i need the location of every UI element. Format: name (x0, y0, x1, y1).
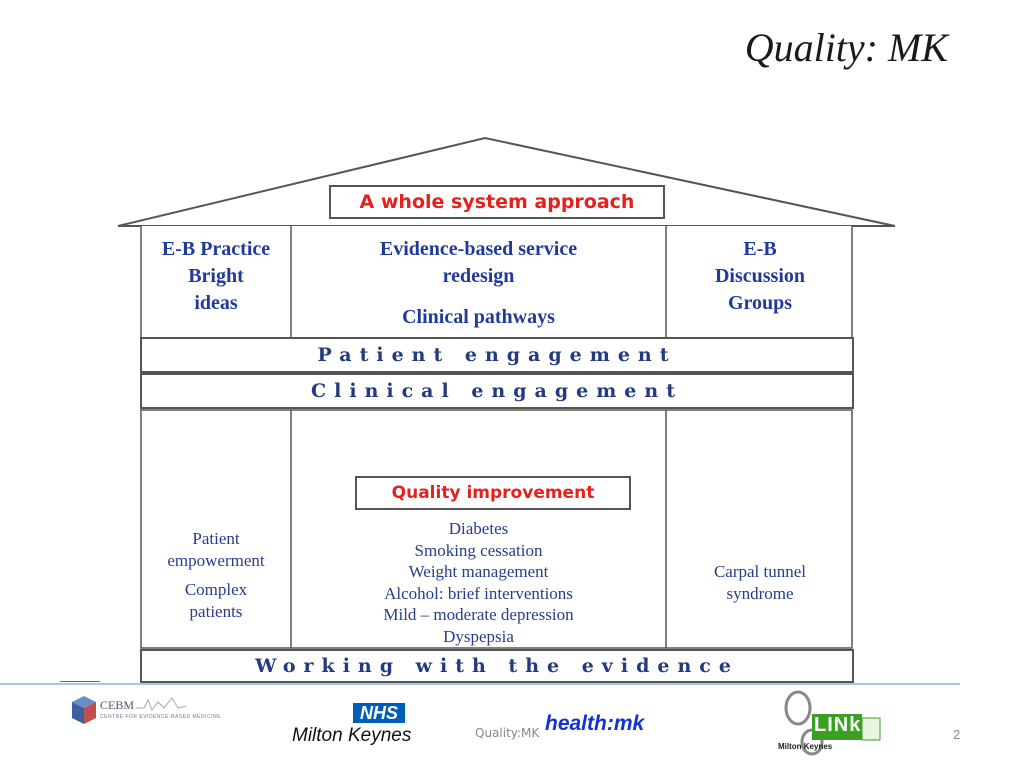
link-logo: LINk Milton Keynes (778, 690, 882, 756)
clinical-band (140, 373, 854, 409)
footer-divider-accent (60, 681, 100, 682)
quality-improvement-list: Diabetes Smoking cessation Weight manage… (293, 518, 664, 647)
list-item: Weight management (408, 562, 549, 581)
roof-label: A whole system approach (329, 185, 665, 219)
footer-divider (0, 683, 960, 685)
page-number: 2 (953, 727, 961, 742)
list-item: Diabetes (448, 519, 509, 538)
patient-band (140, 337, 854, 373)
health-mk-logo: health:mk (545, 712, 645, 735)
lower-right-text: Carpal tunnel syndrome (713, 562, 807, 603)
org-name: Milton Keynes (292, 725, 412, 746)
footer-text: Quality:MK (475, 726, 540, 740)
cebm-cube-icon (72, 696, 96, 724)
list-item: Smoking cessation (414, 540, 543, 560)
evidence-label: Working with the evidence (255, 655, 739, 677)
cebm-logo: CEBM CENTRE FOR EVIDENCE-BASED MEDICINE (70, 694, 220, 730)
list-item: Alcohol: brief interventions (384, 583, 573, 603)
lower-left-text: Patient empowerment Complex patients (167, 529, 265, 621)
nhs-logo: NHS (353, 703, 405, 723)
evidence-band (140, 649, 854, 683)
pillar-right-text: E-B Discussion Groups (714, 238, 806, 314)
patient-engagement-label: Patient engagement (317, 344, 677, 366)
pillar-row (141, 226, 852, 338)
slide-title: Quality: MK (744, 25, 948, 70)
clinical-engagement-label: Clinical engagement (311, 380, 683, 402)
link-chain-icon (784, 690, 881, 756)
pillar-center-text: Evidence-based service redesign Clinical… (379, 238, 578, 328)
list-item: Mild – moderate depression (383, 605, 574, 624)
cebm-wave-icon (136, 697, 186, 712)
pillar-left-text: E-B Practice Bright ideas (161, 238, 271, 314)
quality-improvement-label: Quality improvement (355, 476, 631, 510)
list-item: Dyspepsia (443, 626, 514, 646)
lower-pillars (140, 409, 853, 649)
